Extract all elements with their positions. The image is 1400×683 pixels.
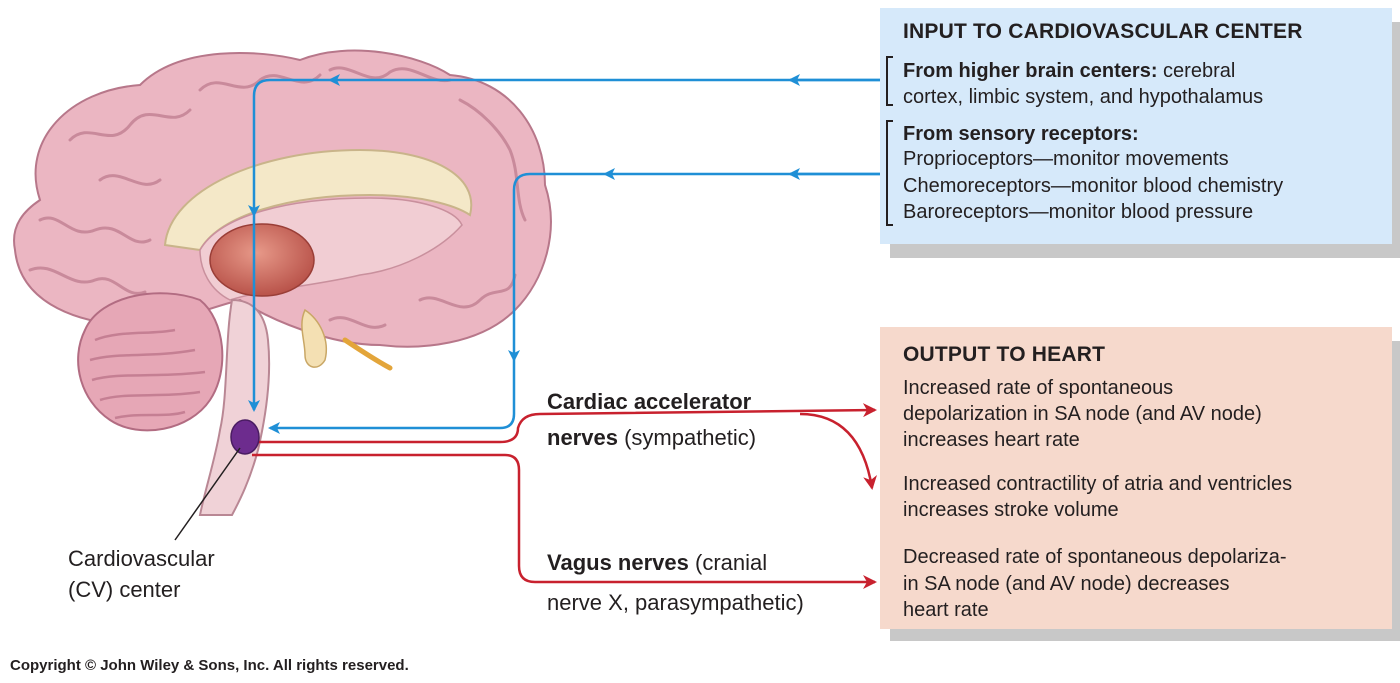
sensory-item-2: Chemoreceptors—monitor blood chemistry [903, 175, 1284, 197]
output-item-2-line-1: Increased contractility of atria and ven… [903, 473, 1293, 495]
accelerator-arrow-1 [252, 403, 877, 444]
copyright-notice: Copyright © John Wiley & Sons, Inc. All … [10, 657, 409, 674]
sensory-item-1: Proprioceptors—monitor movements [903, 148, 1229, 170]
higher-line-1-rest: cerebral [1157, 60, 1236, 82]
corpus-callosum [163, 148, 473, 252]
output-arrows [252, 403, 877, 589]
pituitary [301, 308, 327, 368]
vagus-label-2: nerve X, parasympathetic) [547, 590, 804, 615]
higher-heading: From higher brain centers: [903, 60, 1158, 82]
accelerator-label-nerves: nerves [547, 425, 618, 450]
higher-bracket [886, 56, 893, 106]
higher-line-2: cortex, limbic system, and hypothalamus [903, 86, 1264, 108]
input-box-title: INPUT TO CARDIOVASCULAR CENTER [903, 20, 1303, 43]
higher-line-1: From higher brain centers: cerebral [903, 59, 1235, 84]
sensory-heading: From sensory receptors: [903, 123, 1139, 145]
cv-center-label-2: (CV) center [68, 577, 181, 602]
output-item-3-line-3: heart rate [903, 599, 989, 621]
input-arrows [248, 74, 880, 434]
cv-center-label-1: Cardiovascular [68, 546, 215, 571]
output-box-title: OUTPUT TO HEART [903, 343, 1106, 366]
brainstem [198, 298, 271, 516]
thalamus [209, 223, 315, 297]
vagus-arrow [252, 453, 877, 589]
sensory-bracket [886, 120, 893, 226]
output-item-1-line-1: Increased rate of spontaneous [903, 377, 1174, 399]
output-box: OUTPUT TO HEART Increased rate of sponta… [880, 327, 1392, 629]
accelerator-label: Cardiac accelerator [547, 386, 751, 417]
accelerator-label-rest: (sympathetic) [617, 425, 757, 450]
accelerator-label-bold: Cardiac accelerator [547, 389, 752, 414]
higher-down-arrow [248, 78, 330, 217]
sensory-to-cv-arrow [268, 360, 516, 434]
sensory-down-arrow [508, 172, 605, 362]
vagus-label-bold: Vagus nerves [547, 550, 689, 575]
optic-nerve [342, 337, 393, 371]
cv-center-marker [230, 419, 260, 455]
accelerator-label-2: nerves (sympathetic) [547, 422, 756, 453]
output-item-3-line-1: Decreased rate of spontaneous depolariza… [903, 546, 1287, 568]
sensory-item-3: Baroreceptors—monitor blood pressure [903, 201, 1254, 223]
cerebellum-folia [89, 328, 206, 420]
input-box: INPUT TO CARDIOVASCULAR CENTER From high… [880, 8, 1392, 244]
output-item-1-line-2: depolarization in SA node (and AV node) [903, 403, 1262, 425]
output-item-1-line-3: increases heart rate [903, 429, 1080, 451]
output-item-3-line-2: in SA node (and AV node) decreases [903, 573, 1230, 595]
cv-center-leader [174, 447, 241, 541]
accelerator-arrow-2 [799, 412, 877, 490]
vagus-label: Vagus nerves (cranial [547, 547, 767, 578]
vagus-label-rest: (cranial [688, 550, 768, 575]
gyri-texture [28, 66, 527, 329]
output-item-2-line-2: increases stroke volume [903, 499, 1119, 521]
